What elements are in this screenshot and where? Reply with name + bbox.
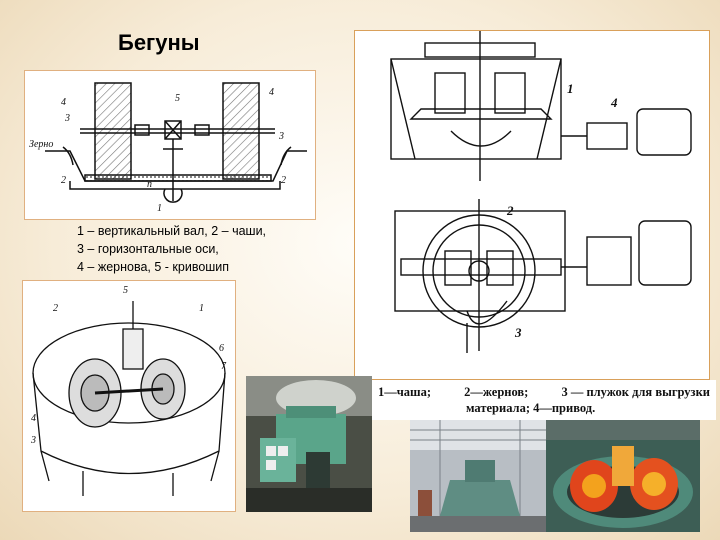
factory-photo [410,420,552,532]
cutaway-label-1: 1 [199,303,204,314]
cutaway-label-6: 6 [219,343,224,354]
legend-line: 3 – горизонтальные оси, [77,242,219,256]
label-3-right: 3 [278,131,284,142]
technical-drawing: 1 4 2 3 [354,30,710,380]
label-grain: Зерно [29,139,53,150]
label-4-right: 4 [269,87,274,98]
red-millstones-photo [546,420,700,532]
drawing-label-2: 2 [506,203,514,218]
cross-section-diagram: Зерно 4 3 2 5 4 3 2 n 1 [24,70,316,220]
drawing-label-4: 4 [610,95,618,110]
label-2-right: 2 [281,175,286,186]
caption-item: 1—чаша; [378,385,432,399]
drawing-label-3: 3 [514,325,522,340]
cutaway-label-5: 5 [123,285,128,296]
legend-line: 4 – жернова, 5 - кривошип [77,260,230,274]
caption-item: 2—жернов; [464,385,529,399]
cutaway-label-3: 3 [30,435,36,446]
drawing-caption: 1—чаша; 2—жернов; 3 — плужок для выгрузк… [372,380,716,420]
legend: 1 – вертикальный вал, 2 – чаши, 3 – гори… [77,222,347,276]
label-n: n [147,179,152,190]
cutaway-label-2: 2 [53,303,58,314]
caption-item: 3 — плужок для выгрузки [561,385,710,399]
label-3-left: 3 [64,113,70,124]
caption-line-2: материала; 4—привод. [466,401,596,415]
slide-title: Бегуны [118,30,200,55]
machine-photo-green [246,376,372,512]
label-5: 5 [175,93,180,104]
cutaway-label-4: 4 [31,413,36,424]
label-2-left: 2 [61,175,66,186]
label-1: 1 [157,203,162,214]
label-4-left: 4 [61,97,66,108]
legend-line: 1 – вертикальный вал, 2 – чаши, [77,224,267,238]
cutaway-label-7: 7 [221,361,227,372]
drawing-label-1: 1 [567,81,574,96]
cutaway-illustration: 5 1 2 6 7 4 3 [22,280,236,512]
